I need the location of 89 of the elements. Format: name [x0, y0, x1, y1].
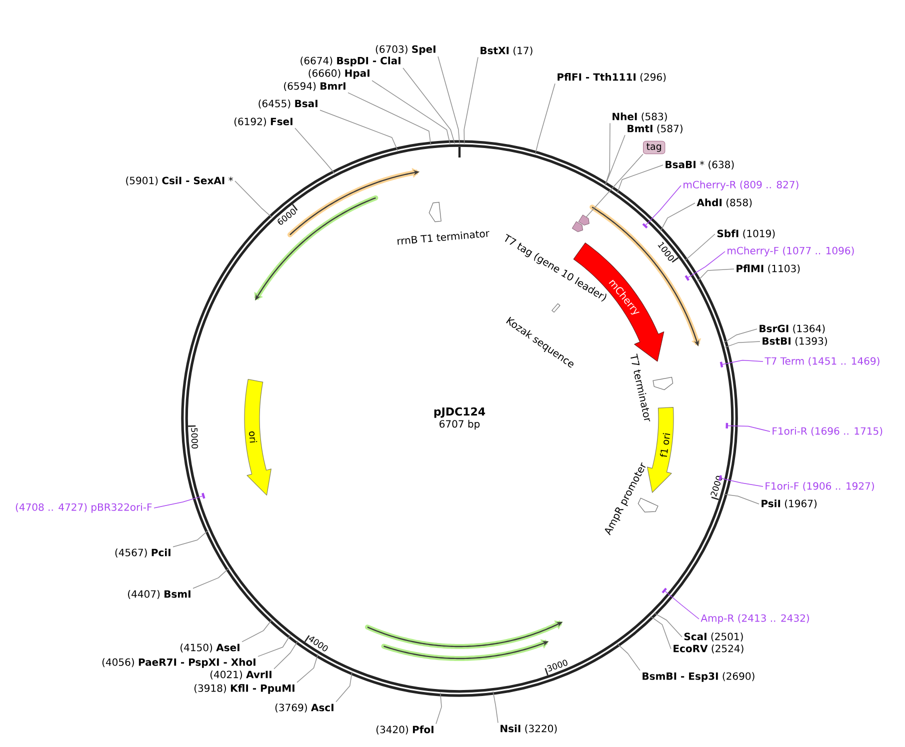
site-label: BsmBI - Esp3I (2690) — [642, 672, 754, 682]
tag-symbol — [578, 214, 590, 226]
leader-line — [242, 619, 272, 642]
site-label: AhdI (858) — [696, 198, 752, 208]
site-label: PflFI - Tth111I (296) — [558, 73, 666, 82]
site-label: BsrGI (1364) — [760, 324, 825, 334]
site-label: (6455) BsaI — [258, 100, 318, 108]
tick-label: 3000 — [546, 660, 568, 672]
site-label: PflMI (1103) — [736, 264, 800, 274]
site-label: (6703) SpeI — [376, 45, 436, 55]
leader-line — [724, 341, 760, 348]
leader-line — [604, 134, 626, 186]
primer-label: mCherry-F (1077 .. 1096) — [728, 246, 854, 256]
primer-mark — [642, 223, 648, 228]
leader-line — [436, 692, 442, 724]
site-label: BstXI (17) — [480, 46, 532, 56]
leader-line — [723, 328, 758, 344]
site-label: NsiI (3220) — [500, 724, 557, 734]
site-label: EcoRV (2524) — [674, 644, 744, 654]
leader-line — [294, 128, 336, 174]
site-label: (6674) BspDI - ClaI — [300, 56, 400, 66]
primer-mark — [662, 588, 667, 594]
leader-line — [664, 590, 700, 620]
site-label: PsiI (1967) — [762, 500, 817, 508]
site-label: (4150) AseI — [180, 644, 240, 652]
leader-line — [616, 643, 640, 671]
leader-line — [438, 56, 460, 144]
site-label: NheI (583) — [612, 112, 667, 122]
site-label: BsaBI* (638) — [666, 160, 734, 170]
leader-line — [650, 616, 672, 650]
leader-line — [697, 268, 734, 282]
site-label: SbfI (1019) — [717, 230, 775, 238]
leader-line — [372, 80, 450, 144]
leader-line — [616, 164, 664, 194]
primer-mark — [202, 492, 206, 499]
site-label: (5901) CsiI - SexAI* — [126, 176, 233, 186]
primer-label: mCherry-R (809 .. 827) — [684, 180, 798, 190]
site-label: BmtI (587) — [628, 124, 682, 134]
site-label: (6660) HpaI — [308, 69, 370, 79]
site-label: (6594) BmrI — [284, 82, 346, 91]
primer-label: (4708 .. 4727) pBR322ori-F — [16, 503, 152, 513]
leader-line — [348, 92, 432, 146]
leader-line — [320, 110, 398, 151]
leader-line — [534, 83, 556, 155]
label-box: tag — [643, 140, 666, 154]
leader-line — [402, 68, 456, 144]
leader-line — [604, 122, 610, 186]
primer-label: F1ori-R (1696 .. 1715) — [772, 427, 882, 436]
site-label: (3420) PfoI — [376, 726, 434, 734]
primer-label: T7 Term (1451 .. 1469) — [764, 357, 880, 366]
leader-line — [274, 640, 298, 670]
leader-line — [492, 691, 498, 724]
site-label: (3769) AscI — [275, 704, 334, 712]
leader-line — [154, 496, 203, 508]
site-label: (4021) AvrII — [210, 670, 272, 680]
site-label: (4407) BsmI — [128, 590, 190, 599]
site-label: (3918) KflI - PpuMI — [194, 684, 294, 694]
leader-line — [720, 478, 764, 487]
leader-line — [723, 494, 760, 504]
tag-symbol — [572, 221, 583, 232]
leader-line — [336, 671, 352, 702]
primer-label: F1ori-F (1906 .. 1927) — [766, 482, 874, 491]
primer-mark — [718, 475, 722, 481]
leader-line — [688, 251, 726, 278]
primer-mark — [684, 275, 690, 281]
leader-line — [172, 530, 209, 548]
leader-line — [684, 234, 716, 262]
leader-line — [464, 56, 478, 144]
tick-label: 5000 — [191, 428, 198, 448]
leader-line — [296, 654, 318, 683]
site-label: (4056) PaeR7I - PspXI - XhoI — [102, 658, 256, 668]
site-label: BstBI (1393) — [762, 337, 827, 346]
leader-line — [234, 180, 272, 218]
leader-line — [192, 568, 230, 589]
leader-line — [586, 154, 644, 218]
leader-line — [660, 202, 696, 232]
site-label: (4567) PciI — [115, 548, 170, 558]
site-label: ScaI (2501) — [684, 632, 743, 642]
site-label: (6192) FseI — [234, 118, 292, 126]
leader-line — [728, 425, 770, 432]
leader-line — [722, 360, 764, 365]
feature-band: ori — [244, 379, 272, 496]
leader-line — [645, 185, 682, 226]
leader-line — [654, 612, 682, 638]
leader-line — [258, 634, 291, 657]
primer-mark — [726, 422, 728, 428]
feature-label: rrnB T1 terminator — [397, 230, 490, 245]
primer-mark — [720, 362, 724, 368]
primer-label: Amp-R (2413 .. 2432) — [700, 614, 809, 624]
